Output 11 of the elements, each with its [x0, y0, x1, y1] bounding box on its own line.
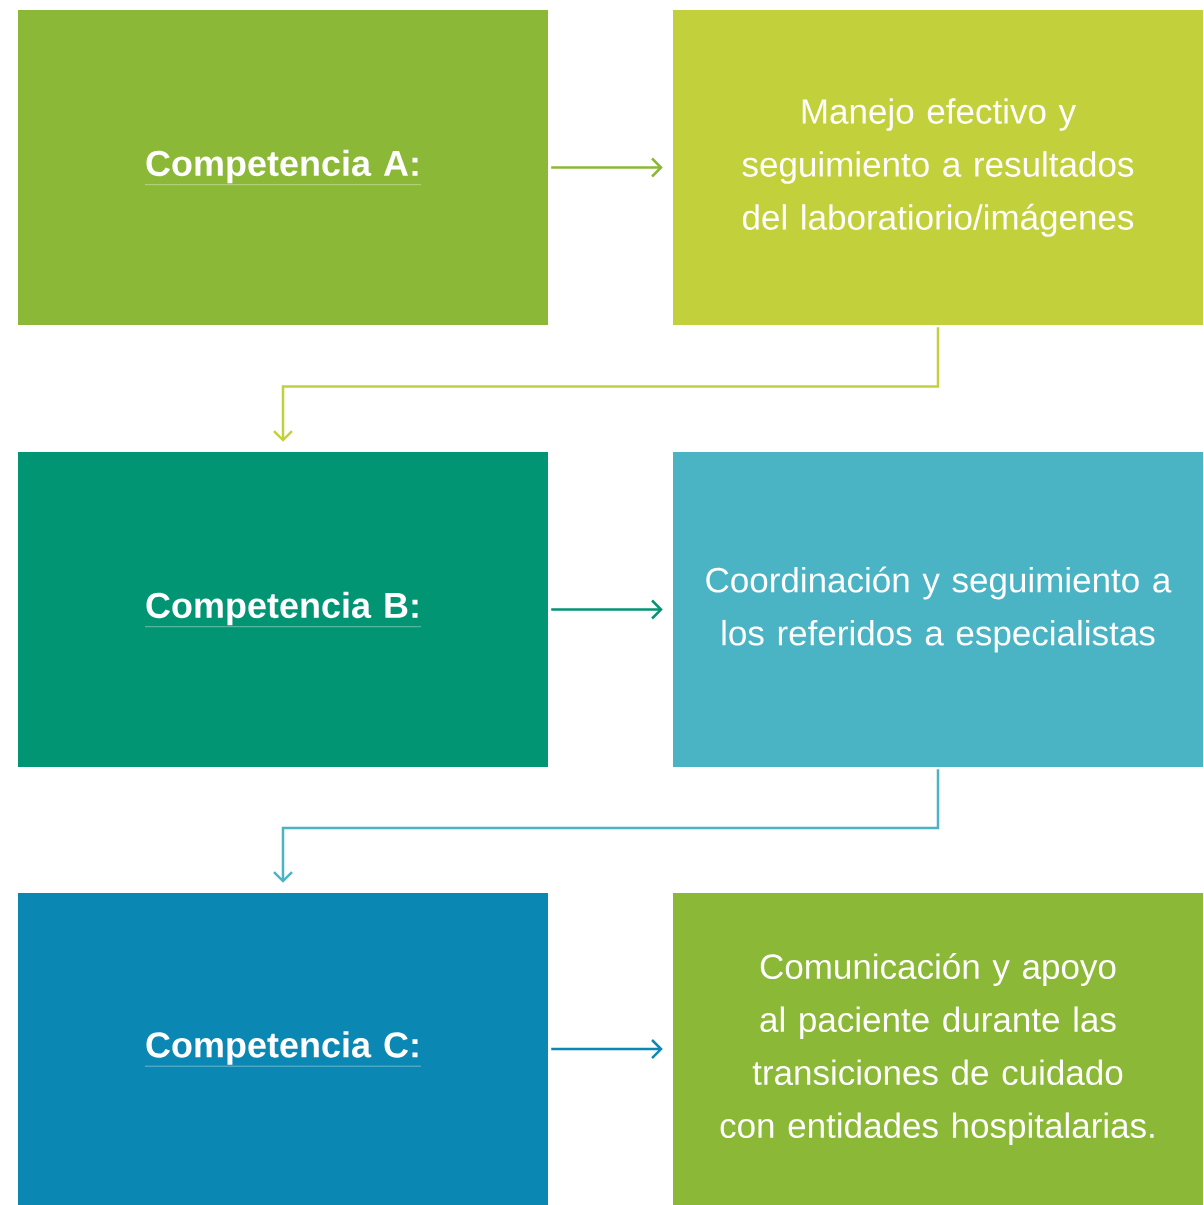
heading-box: Competencia A: [18, 10, 548, 325]
arrow [273, 327, 940, 442]
arrow [273, 769, 940, 883]
heading-box: Competencia C: [18, 893, 548, 1205]
text-box: Manejo efectivo y seguimiento a resultados del laboratiorio/imágenes [673, 10, 1203, 325]
arrow [551, 599, 663, 620]
arrow [551, 1039, 663, 1059]
text-box: Coordinación y seguimiento a los referidos a especialistas [673, 452, 1203, 767]
arrow [551, 157, 663, 178]
heading-box: Competencia B: [18, 452, 548, 767]
text-box: Comunicación y apoyo al paciente durante las transiciones de cuidado con entidades hospitalarias. [673, 893, 1203, 1205]
